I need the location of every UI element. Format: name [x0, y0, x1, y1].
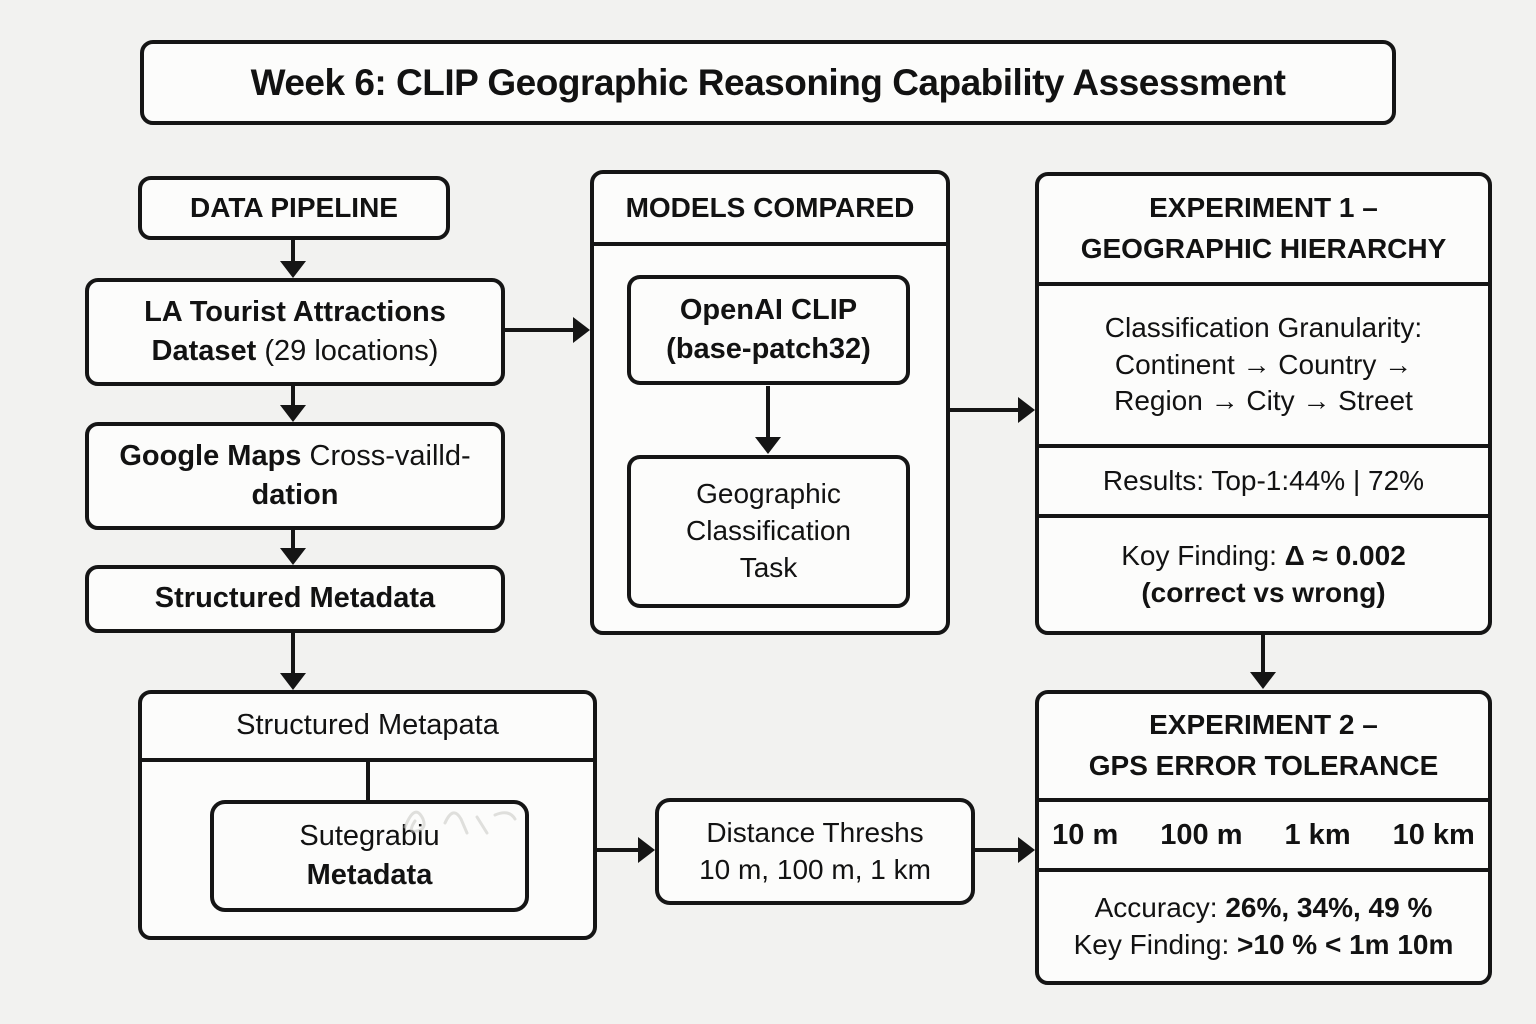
- threshold-row: 10 m 100 m 1 km 10 km: [1052, 819, 1475, 852]
- experiment1-header-line1: EXPERIMENT 1 –: [1149, 192, 1378, 224]
- faint-scribble-artifact: [403, 810, 517, 835]
- experiment1-box: EXPERIMENT 1 – GEOGRAPHIC HIERARCHY Clas…: [1035, 172, 1492, 635]
- page-title: Week 6: CLIP Geographic Reasoning Capabi…: [250, 61, 1286, 103]
- arrow-structured-to-group: [278, 633, 308, 690]
- dataset-line1: LA Tourist Attractions: [144, 295, 446, 328]
- structured-metadata-box: Structured Metadata: [85, 565, 505, 633]
- crossval-line1-bold: Google Maps: [119, 439, 302, 472]
- threshold-100m: 100 m: [1160, 818, 1243, 851]
- arrow-distance-to-experiment2: [975, 835, 1035, 865]
- experiment2-accuracy-label: Accuracy:: [1094, 891, 1226, 923]
- title-box: Week 6: CLIP Geographic Reasoning Capabi…: [140, 40, 1396, 125]
- data-pipeline-label: DATA PIPELINE: [190, 192, 398, 223]
- experiment2-header-line1: EXPERIMENT 2 –: [1149, 709, 1378, 741]
- arrow-dataset-to-models: [505, 315, 590, 345]
- distance-line2: 10 m, 100 m, 1 km: [699, 853, 931, 885]
- threshold-1km: 1 km: [1284, 818, 1351, 851]
- arrow-pipeline-to-dataset: [278, 240, 308, 278]
- experiment1-finding-label: Koy Finding:: [1121, 539, 1285, 571]
- arrow-dataset-to-crossval: [278, 386, 308, 422]
- experiment2-finding-value: >10 % < 1m 10m: [1237, 928, 1454, 960]
- metadata-inner-line2: Metadata: [306, 859, 433, 891]
- group-header-stub-line: [366, 758, 370, 802]
- classification-task-box: Geographic Classification Task: [627, 455, 910, 608]
- granularity-line3: Region → City → Street: [1114, 385, 1413, 417]
- arrow-experiment1-to-experiment2: [1248, 635, 1278, 689]
- arrow-clip-to-task: [753, 386, 783, 454]
- arrow-group-to-distance: [597, 835, 655, 865]
- experiment1-finding-note: (correct vs wrong): [1141, 576, 1386, 608]
- distance-line1: Distance Threshs: [706, 816, 924, 848]
- threshold-10km: 10 km: [1392, 818, 1475, 851]
- crossval-line1-rest: Cross-vailld-: [301, 439, 471, 472]
- data-pipeline-header-box: DATA PIPELINE: [138, 176, 450, 240]
- task-line3: Task: [739, 551, 798, 583]
- task-line1: Geographic: [696, 478, 841, 510]
- clip-line1: OpenAI CLIP: [679, 293, 858, 326]
- experiment1-header-line2: GEOGRAPHIC HIERARCHY: [1080, 233, 1447, 264]
- experiment2-header-line2: GPS ERROR TOLERANCE: [1088, 750, 1439, 781]
- dataset-box: LA Tourist Attractions Dataset (29 locat…: [85, 278, 505, 386]
- metadata-group-header: Structured Metapata: [236, 709, 499, 742]
- metadata-inner-line1: Sutegrabiu: [299, 819, 440, 852]
- distance-thresholds-box: Distance Threshs 10 m, 100 m, 1 km: [655, 798, 975, 905]
- dataset-line2-rest: (29 locations): [256, 335, 439, 367]
- experiment1-results: Results: Top-1:44% | 72%: [1102, 464, 1425, 496]
- experiment2-box: EXPERIMENT 2 – GPS ERROR TOLERANCE 10 m …: [1035, 690, 1492, 985]
- crossval-line2: dation: [251, 479, 339, 511]
- arrow-models-to-experiment1: [950, 395, 1035, 425]
- metadata-inner-box: Sutegrabiu Metadata: [210, 800, 529, 912]
- experiment2-finding-label: Key Finding:: [1073, 928, 1238, 960]
- task-line2: Classification: [686, 515, 851, 547]
- threshold-10m: 10 m: [1052, 818, 1119, 851]
- dataset-line2-bold: Dataset: [151, 335, 257, 367]
- experiment2-accuracy-value: 26%, 34%, 49 %: [1225, 891, 1433, 923]
- clip-line2: (base-patch32): [666, 333, 871, 365]
- arrow-crossval-to-structured: [278, 530, 308, 565]
- granularity-line1: Classification Granularity:: [1104, 311, 1423, 343]
- openai-clip-box: OpenAI CLIP (base-patch32): [627, 275, 910, 385]
- crossval-box: Google Maps Cross-vailld- dation: [85, 422, 505, 530]
- structured-metadata-label: Structured Metadata: [154, 582, 436, 615]
- models-compared-label: MODELS COMPARED: [625, 192, 915, 223]
- experiment1-finding-value: Δ ≈ 0.002: [1284, 539, 1406, 571]
- metadata-group-box: Structured Metapata Sutegrabiu Metadata: [138, 690, 597, 940]
- granularity-line2: Continent → Country →: [1114, 348, 1413, 380]
